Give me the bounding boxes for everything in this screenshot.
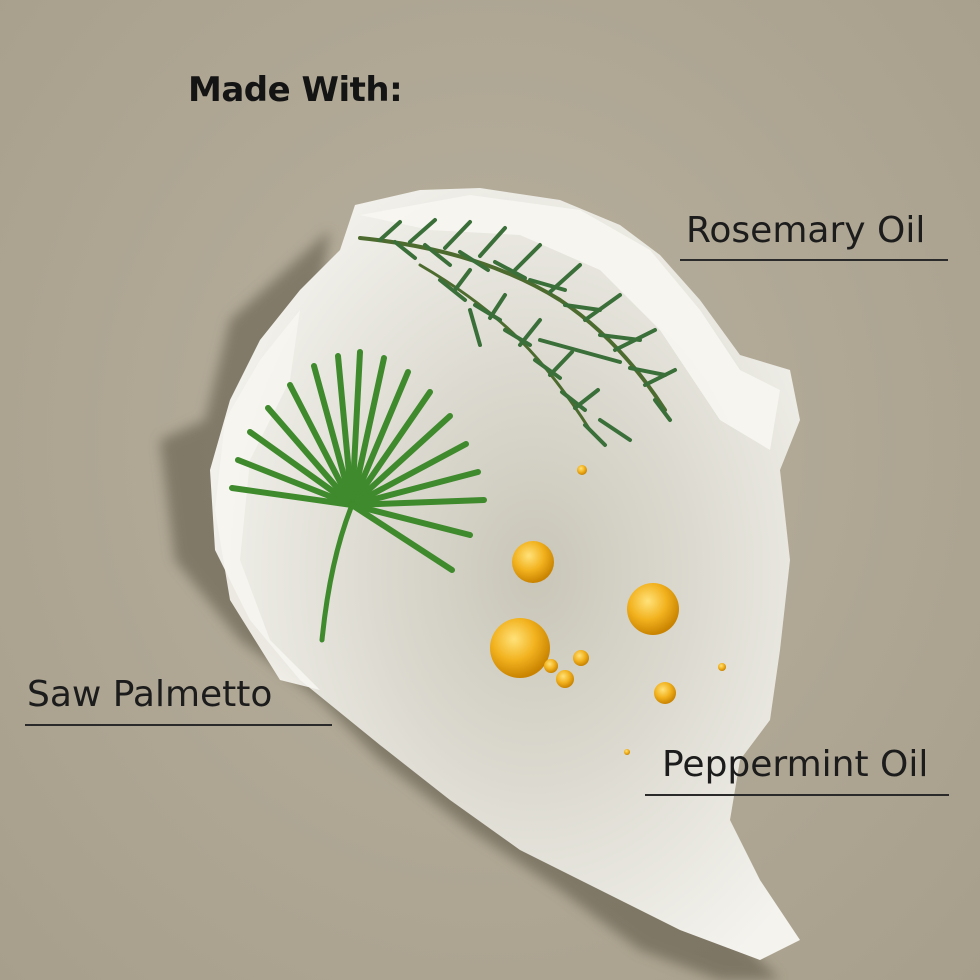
divider-peppermint <box>645 794 949 796</box>
label-rosemary-oil: Rosemary Oil <box>686 210 926 251</box>
rosemary-sprig-icon <box>358 218 677 447</box>
cream-highlight <box>215 310 320 690</box>
saw-palmetto-leaf-icon <box>229 349 487 643</box>
oil-droplets-icon <box>490 465 726 755</box>
cream-highlight <box>360 195 780 450</box>
label-peppermint-oil: Peppermint Oil <box>662 744 929 785</box>
divider-saw-palmetto <box>25 724 332 726</box>
page-title: Made With: <box>188 70 403 110</box>
label-saw-palmetto: Saw Palmetto <box>27 674 273 715</box>
divider-rosemary <box>680 259 948 261</box>
